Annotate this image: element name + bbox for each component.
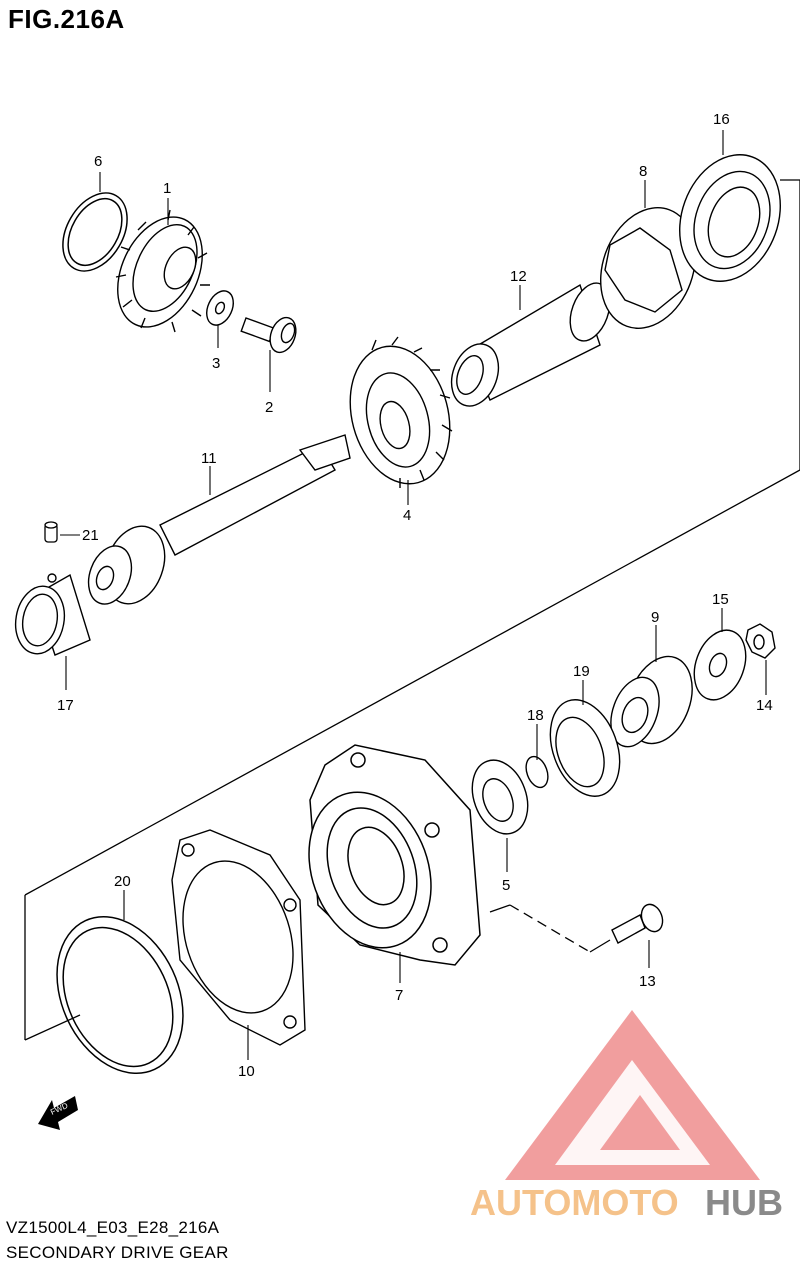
callout-13: 13: [639, 973, 656, 990]
part-20-o-ring: [56, 915, 184, 1075]
callout-20: 20: [114, 873, 131, 890]
callout-4: 4: [403, 507, 411, 524]
part-15-washer: [693, 629, 747, 701]
callout-5: 5: [502, 877, 510, 894]
part-18-o-ring: [525, 755, 549, 789]
part-21-pin: [44, 521, 58, 543]
forward-arrow-icon: FWD: [38, 1096, 78, 1130]
part-17-needle-bearing: [14, 573, 91, 656]
part-7-gear-housing: [308, 744, 481, 966]
callout-8: 8: [639, 163, 647, 180]
callout-9: 9: [651, 609, 659, 626]
part-2-bolt: [240, 316, 297, 354]
watermark-hub: HUB: [705, 1182, 783, 1223]
callout-3: 3: [212, 355, 220, 372]
watermark-text: AUTOMOTO HUB: [470, 1182, 783, 1223]
callout-labels: 6 1 3 2 12 8 16 11 4 21 17 9 15 14 19 18…: [57, 111, 773, 1080]
part-10-gasket: [171, 829, 306, 1046]
part-16-oil-seal: [679, 154, 781, 282]
part-9-coupling: [610, 655, 693, 748]
part-19-oil-seal: [549, 699, 621, 797]
callout-1: 1: [163, 180, 171, 197]
part-4-bevel-gear: [349, 336, 453, 488]
callout-2: 2: [265, 399, 273, 416]
callout-15: 15: [712, 591, 729, 608]
callout-14: 14: [756, 697, 773, 714]
diagram-code: VZ1500L4_E03_E28_216A: [6, 1218, 220, 1237]
part-12-sleeve: [450, 282, 611, 407]
watermark-auto: AUTOMOTO: [470, 1182, 679, 1223]
part-14-nut: [745, 623, 776, 659]
callout-18: 18: [527, 707, 544, 724]
part-1-bevel-gear: [115, 209, 210, 333]
part-5-shim: [471, 759, 529, 835]
callout-21: 21: [82, 527, 99, 544]
part-8-lock-nut: [599, 207, 697, 329]
figure-title: FIG.216A: [8, 4, 125, 34]
part-3-washer: [206, 290, 234, 326]
part-6-o-ring: [62, 192, 128, 272]
watermark-logo: [505, 1010, 760, 1180]
leader-lines: [60, 130, 767, 1060]
callout-11: 11: [201, 450, 217, 467]
part-11-drive-shaft: [87, 434, 351, 605]
callout-10: 10: [238, 1063, 255, 1080]
callout-17: 17: [57, 697, 74, 714]
part-13-bolt: [611, 903, 664, 944]
callout-6: 6: [94, 153, 102, 170]
callout-19: 19: [573, 663, 590, 680]
assembly-frame: [24, 179, 800, 1041]
callout-7: 7: [395, 987, 403, 1004]
diagram-name: SECONDARY DRIVE GEAR: [6, 1243, 229, 1262]
callout-16: 16: [713, 111, 730, 128]
callout-12: 12: [510, 268, 527, 285]
